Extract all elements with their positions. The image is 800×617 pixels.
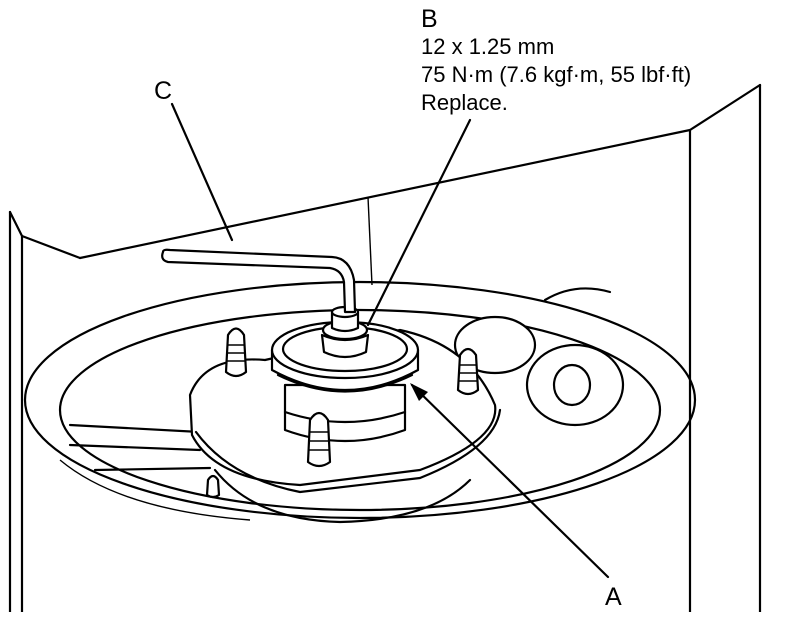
stud-right — [456, 347, 480, 396]
callout-b-label: B — [421, 5, 438, 33]
leader-lines — [170, 102, 610, 579]
nut-b — [320, 305, 370, 359]
callout-b-note: Replace. — [421, 90, 508, 115]
studs — [205, 327, 480, 499]
background-rod — [68, 423, 212, 472]
hex-wrench-c — [161, 248, 357, 314]
leader-line-c — [170, 102, 234, 242]
stud-small — [205, 474, 221, 499]
arrowhead-a — [410, 383, 428, 401]
leader-line-b — [366, 118, 472, 327]
stud-left — [224, 327, 248, 378]
stud-front — [306, 411, 332, 468]
callout-b-size: 12 x 1.25 mm — [421, 34, 554, 59]
callout-c-label: C — [154, 77, 172, 105]
strut-tower-body — [8, 83, 762, 614]
leader-line-a — [410, 383, 610, 579]
strut-well — [23, 280, 697, 521]
callout-a-label: A — [605, 583, 622, 611]
callout-b-torque: 75 N·m (7.6 kgf·m, 55 lbf·ft) — [421, 62, 691, 87]
